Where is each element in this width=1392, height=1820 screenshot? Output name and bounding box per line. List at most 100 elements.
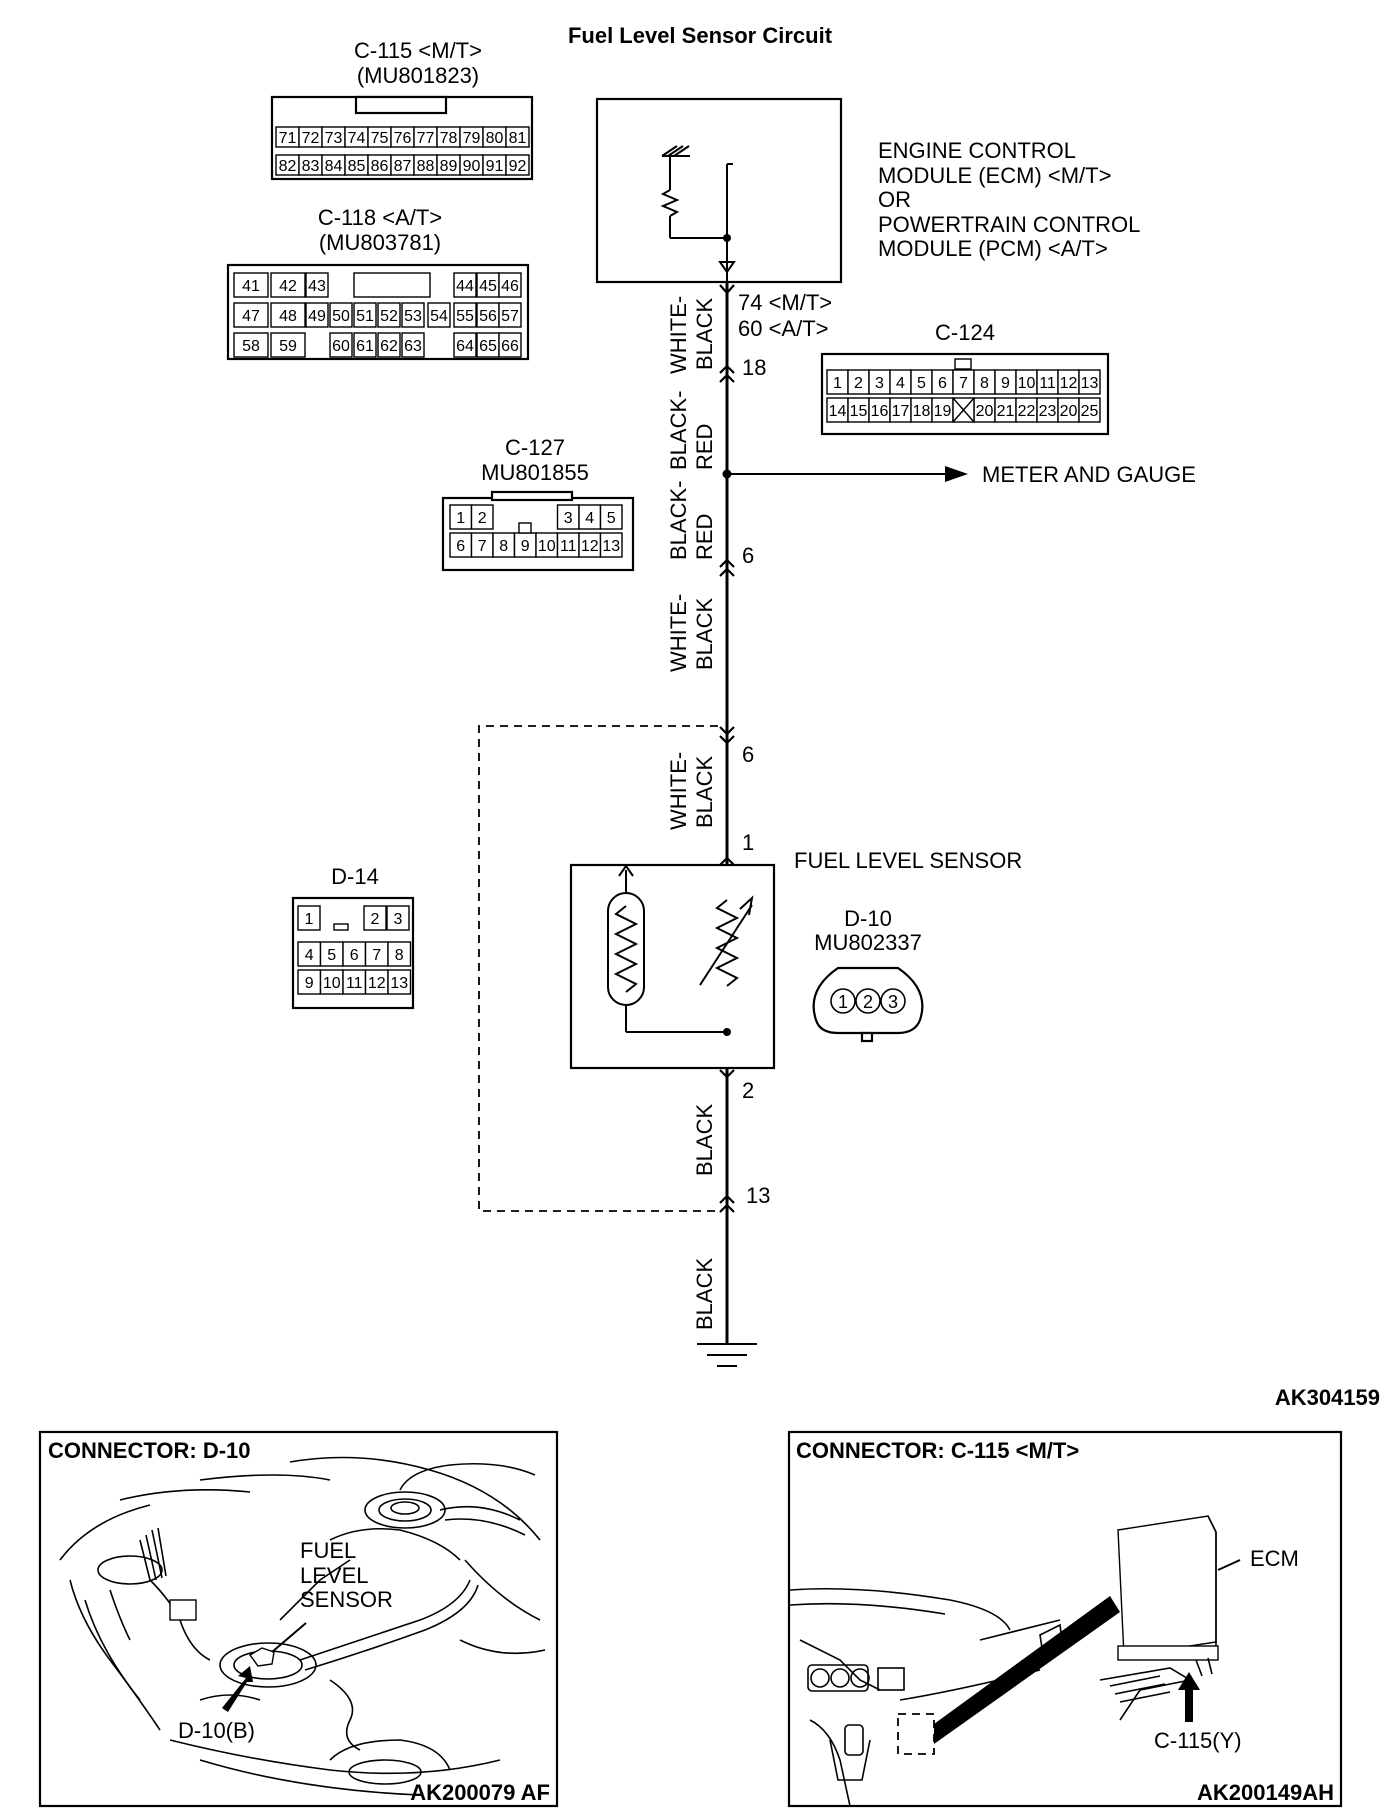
c118-pin-label: 44 (456, 278, 474, 295)
sensor-label: FUEL LEVEL SENSOR (794, 848, 1022, 873)
c127-pin-label: 12 (581, 538, 599, 555)
meter-arrow-icon (945, 466, 968, 482)
fuel-tank-illustration (59, 1456, 546, 1796)
c124-pin-label: 25 (1081, 403, 1099, 420)
c124-pin-label: 7 (959, 375, 968, 392)
panel-c115-ecm-label: ECM (1250, 1546, 1299, 1571)
d10-pointer-arrow-icon (222, 1666, 253, 1712)
ecm-label-4: POWERTRAIN CONTROL (878, 212, 1140, 237)
c118-pin-label: 59 (279, 338, 297, 355)
pin-6-d14: 6 (742, 742, 754, 767)
c127-pin6-marker (719, 558, 735, 568)
c127-key (518, 522, 532, 534)
c124-cell (1078, 397, 1101, 423)
d14-pin-label: 1 (305, 911, 314, 928)
c118-cell (329, 302, 353, 328)
c124-pin-label: 21 (997, 403, 1015, 420)
pin-2-sensor: 2 (742, 1078, 754, 1103)
wire-color-labels: WHITE- BLACK BLACK- RED BLACK- RED WHITE… (666, 296, 717, 1330)
sensor-pin2-marker (719, 1069, 735, 1079)
c115-pin-label: 71 (279, 130, 297, 147)
c124-pin-label: 18 (913, 403, 931, 420)
meter-junction (722, 469, 732, 479)
d14-pin-label: 11 (346, 975, 363, 992)
c118-pin-label: 51 (356, 308, 374, 325)
c124-pin18-marker (719, 364, 735, 374)
ecm-supply-symbol (661, 145, 690, 157)
c118-cell (270, 302, 306, 328)
c115-pin-label: 90 (463, 158, 481, 175)
c124-pin-label: 22 (1018, 403, 1036, 420)
ecm-leader-line (1217, 1559, 1241, 1571)
c124-pin-label: 3 (875, 375, 884, 392)
pin-6-c127: 6 (742, 543, 754, 568)
pin-ecm-at: 60 <A/T> (738, 316, 829, 341)
d14-pin-label: 5 (327, 947, 336, 964)
c118-pin-label: 42 (279, 278, 297, 295)
c115-pin-label: 78 (440, 130, 458, 147)
c118-pin-label: 50 (332, 308, 350, 325)
d14-cell (297, 905, 321, 931)
c118-pin-label: 61 (356, 338, 374, 355)
wire4-label-b: BLACK (692, 598, 717, 670)
c115-pin-label: 74 (348, 130, 366, 147)
c124-pin-label: 6 (938, 375, 947, 392)
panel-d10-label-3: SENSOR (300, 1587, 393, 1612)
c118-pin-label: 46 (501, 278, 519, 295)
ecm-label-1: ENGINE CONTROL (878, 138, 1076, 163)
pin-ecm-mt: 74 <M/T> (738, 290, 832, 315)
c118-cell (233, 332, 269, 358)
c118-cell (498, 272, 522, 298)
pin-1-sensor: 1 (742, 830, 754, 855)
d10-pin-label: 3 (888, 992, 898, 1012)
d14-pin13-marker (719, 1203, 735, 1213)
c118-pin-label: 49 (308, 308, 326, 325)
d14-pin6-marker (719, 726, 735, 736)
ecm-pullup-resistor (660, 189, 680, 217)
c115-pin-label: 75 (371, 130, 389, 147)
panel-c115-title: CONNECTOR: C-115 <M/T> (796, 1438, 1079, 1463)
wire7-label: BLACK (692, 1258, 717, 1330)
d14-pin-label: 10 (323, 975, 341, 992)
c118-cell (401, 332, 425, 358)
d10-latch (860, 1031, 874, 1043)
wire2-label-a: BLACK- (666, 391, 691, 470)
pin-numbers: 74 <M/T> 60 <A/T> 18 6 6 1 2 13 (738, 290, 832, 1208)
ecm-unit (1117, 1515, 1217, 1657)
c115-pin-label: 87 (394, 158, 412, 175)
c124-pin-label: 13 (1081, 375, 1099, 392)
c118-pin-label: 52 (380, 308, 398, 325)
c127-pin-label: 1 (456, 510, 465, 527)
c118-pin-label: 48 (279, 308, 297, 325)
d10-name: D-10 (844, 906, 892, 931)
d14-pin-label: 3 (394, 911, 403, 928)
c124-pin-label: 1 (833, 375, 842, 392)
c127-lock-tab (490, 490, 574, 502)
c118-cell (377, 302, 401, 328)
figure-id: AK304159 (1275, 1385, 1380, 1410)
c115-pin-label: 83 (302, 158, 320, 175)
c127-pin-label: 7 (478, 538, 487, 555)
c124-lock-tab (954, 358, 972, 370)
c118-cell (453, 332, 477, 358)
c118-cell (353, 302, 377, 328)
c115-pin-label: 81 (509, 130, 527, 147)
panel-c115-code: AK200149AH (1197, 1780, 1334, 1805)
c118-pin-label: 41 (242, 278, 260, 295)
ecm-label-3: OR (878, 187, 911, 212)
panel-d10-conn-label: D-10(B) (178, 1718, 255, 1743)
sensor-housing (569, 863, 776, 1070)
c118-pin-label: 58 (242, 338, 260, 355)
d14-pin-label: 7 (372, 947, 381, 964)
d14-cell (387, 969, 412, 995)
d10-pin-circle (830, 988, 856, 1014)
c127-pin-label: 10 (538, 538, 556, 555)
c127-part: MU801855 (481, 460, 589, 485)
c118-pin-label: 43 (308, 278, 326, 295)
c124-pin-label: 9 (1001, 375, 1010, 392)
